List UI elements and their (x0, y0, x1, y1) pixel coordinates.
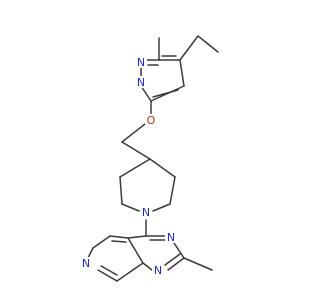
bond-c4a-c5 (109, 235, 129, 239)
bond-pip-c4-c3 (149, 158, 176, 178)
bonds (87, 35, 219, 282)
bond-pip-c3-c2 (169, 176, 176, 205)
bond-n7-c8 (97, 269, 118, 282)
atom-labels: N N O N N N N (80, 56, 177, 277)
bond-c2-n1 (167, 257, 185, 271)
atom-n-pyridine: N (82, 257, 90, 270)
bond-c4a-c5-double (111, 240, 127, 243)
bond-c8-c8a (116, 262, 144, 282)
bond-c5-c6py (92, 235, 111, 249)
bond-pip-n-c6 (121, 203, 140, 212)
bond-pip-c2-n (152, 203, 171, 212)
bond-c6py-n7 (87, 247, 94, 259)
atom-o-ether: O (147, 114, 156, 127)
molecule-structure-diagram: N N O N N N N (80, 35, 219, 282)
atom-n-pyrimidine-1: N (154, 264, 162, 277)
bond-ch2-c4pip (121, 141, 151, 160)
bond-c5-c6-double (152, 89, 179, 98)
atom-n-pyridazine-1: N (137, 76, 145, 89)
bond-pip-c6-c5 (119, 176, 123, 205)
bond-c2-n1-double (164, 253, 181, 266)
bond-o-ch2 (121, 123, 146, 143)
bond-c6-n1 (140, 85, 152, 102)
bond-c2-methyl (183, 257, 213, 271)
molecule-svg: N N O N N N N (80, 35, 219, 282)
bond-ethyl-ch3-ch2 (197, 35, 219, 53)
bond-c4a-c4 (127, 235, 147, 239)
bond-ethyl-ch2-c4 (179, 35, 199, 61)
bond-n1-c8a (142, 262, 153, 271)
bond-pip-c5-c4 (119, 158, 151, 178)
bond-c8a-c4a (127, 237, 144, 264)
bond-n7-c8-double (100, 265, 118, 276)
atom-n-pyrimidine-3: N (167, 231, 175, 244)
bond-c4-c5 (179, 59, 185, 87)
atom-n-pyridazine-2: N (137, 56, 145, 69)
bond-n3-c2 (173, 242, 185, 259)
atom-n-piperidine: N (142, 206, 150, 219)
